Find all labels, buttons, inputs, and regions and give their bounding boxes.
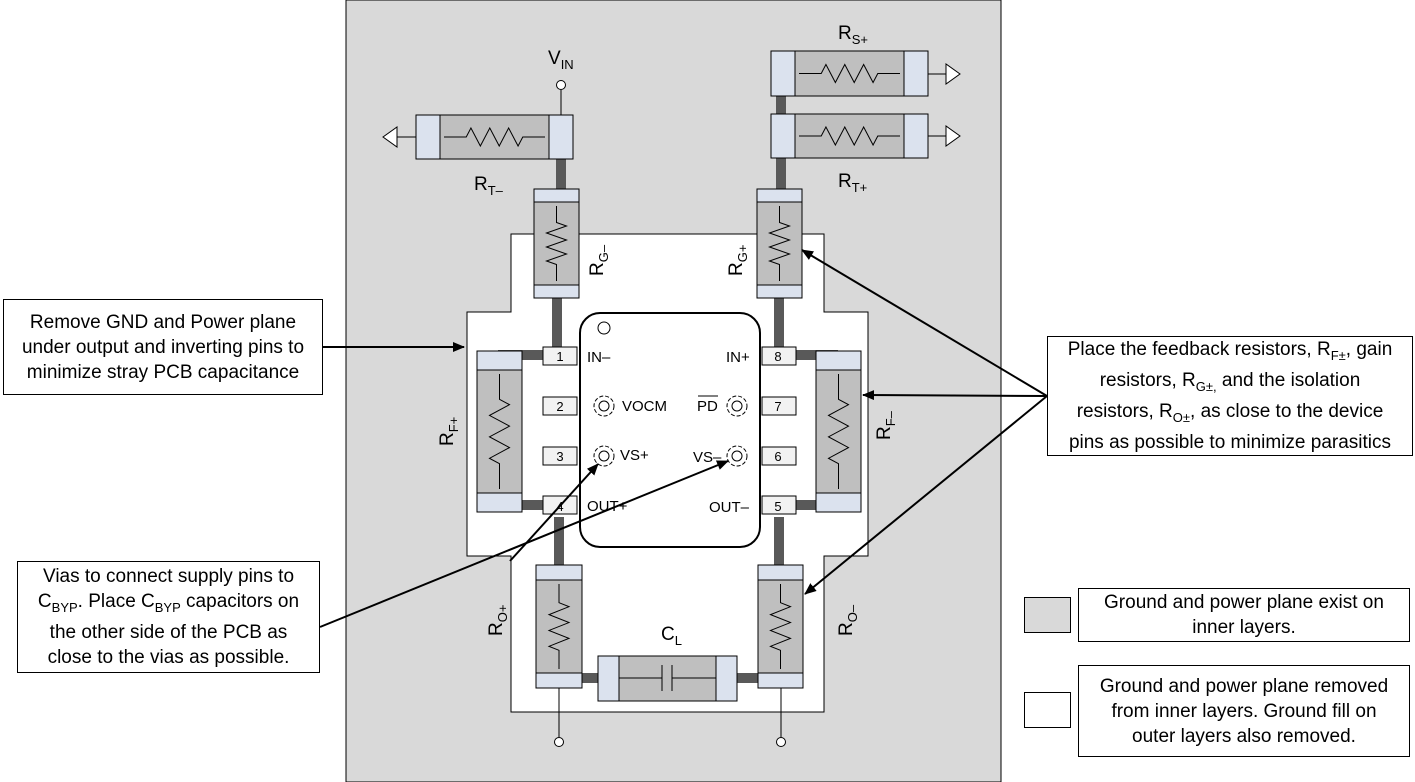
vin-label: VIN [548,48,574,72]
pin-number-2: 2 [556,399,563,414]
legend-swatch-plane-removed [1024,692,1071,728]
pin-pad-1 [542,346,578,366]
legend-plane-removed: Ground and power plane removed from inne… [1078,665,1410,757]
legend-plane-exists: Ground and power plane exist on inner la… [1078,588,1410,642]
ro-plus-label: RO+ [486,605,510,636]
output-terminal-right [776,737,786,747]
pin-number-1: 1 [556,349,563,364]
rs-plus-label: RS+ [838,23,868,47]
pin-pad-5 [761,495,797,515]
rt-minus-label: RT– [474,174,504,198]
pin-name-in-minus: IN– [587,349,611,366]
callout-feedback-resistors: Place the feedback resistors, RF±, gain … [1047,336,1413,456]
via-vs-plus [593,445,615,467]
rf-minus-label: RF– [874,410,898,440]
pin-number-6: 6 [774,449,781,464]
pin-pad-8 [761,346,797,366]
capacitor-cl [597,655,738,702]
terminals [554,80,786,747]
pin-pad-2 [542,396,578,416]
pin-name-out-minus: OUT– [709,499,750,516]
pin-pad-7 [761,396,797,416]
rg-plus-label: RG+ [726,245,750,276]
pin1-marker [597,321,611,335]
pin-number-8: 8 [774,349,781,364]
vias [593,395,748,467]
pin-number-5: 5 [774,499,781,514]
arrow-to-vs-plus [509,463,599,562]
rg-minus-label: RG– [587,244,611,276]
resistor-rg-plus [756,188,803,299]
via-vocm [593,395,615,417]
resistor-rs-plus [770,50,929,97]
ground-icon [382,126,398,148]
pin-number-7: 7 [774,399,781,414]
ro-minus-label: RO– [836,604,860,636]
vin-terminal [556,80,566,90]
pin-number-3: 3 [556,449,563,464]
pin-pad-6 [761,446,797,466]
resistor-ro-plus [535,564,583,689]
pin-name-in-plus: IN+ [726,349,750,366]
arrow-to-rg-plus [801,249,1048,397]
ground-icon [945,63,961,85]
rf-plus-label: RF+ [437,417,461,446]
pin-name-vocm: VOCM [622,398,667,415]
legend-swatch-plane-exists [1024,597,1071,633]
cl-label: CL [661,624,682,648]
callout-arrows [319,249,1048,628]
resistor-ro-minus [757,564,804,689]
callout-vias: Vias to connect supply pins to CBYP. Pla… [17,561,320,673]
output-terminal-left [554,737,564,747]
resistor-rf-minus [815,350,862,513]
pin-name-pd: PD [697,398,718,415]
amplifier-chip [579,312,761,548]
resistor-rf-plus [476,350,523,513]
pin-name-vs-plus: VS+ [620,447,649,464]
pin-pad-3 [542,446,578,466]
resistor-rt-minus [415,114,574,160]
arrow-to-vs-minus [319,460,729,628]
resistor-rt-plus-series [770,113,929,159]
pin-name-out-plus: OUT+ [587,498,628,515]
arrow-to-ro-minus [804,395,1048,595]
callout-remove-plane: Remove GND and Power plane under output … [3,299,323,395]
pin-name-vs-minus: VS– [693,449,722,466]
via-vs-minus [726,445,748,467]
arrow-to-rf-minus [862,390,1048,401]
ground-symbols [382,63,961,148]
via-pd [726,395,748,417]
rt-plus-label: RT+ [838,171,867,195]
ground-icon [945,125,961,147]
resistor-rg-minus [533,188,580,299]
